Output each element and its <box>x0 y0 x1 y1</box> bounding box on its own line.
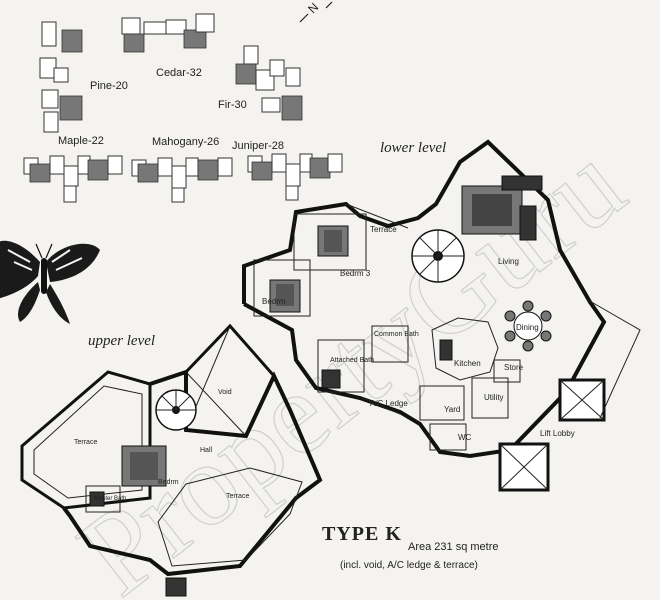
butterfly-icon <box>0 240 100 324</box>
spiral-stair-icon <box>411 229 465 283</box>
building-fir <box>235 45 303 121</box>
upper-level-plan <box>20 323 323 597</box>
room-label-terrace-lower: Terrace <box>370 225 397 234</box>
room-label-hall: Hall <box>200 447 213 454</box>
room-label-dining: Dining <box>516 323 539 332</box>
room-label-void: Void <box>218 389 232 396</box>
room-label-ac-ledge: A/C Ledge <box>370 399 408 408</box>
building-label-juniper: Juniper-28 <box>232 140 284 152</box>
room-label-living: Living <box>498 257 519 266</box>
spiral-stair-icon <box>155 389 197 431</box>
type-note: (incl. void, A/C ledge & terrace) <box>340 560 478 571</box>
type-title: TYPE K <box>322 523 402 545</box>
building-mahogany <box>131 157 233 203</box>
room-label-bedrm2: Bedrm <box>262 297 286 306</box>
building-label-mahogany: Mahogany-26 <box>152 136 219 148</box>
building-label-cedar: Cedar-32 <box>156 67 202 79</box>
room-label-master-bath: Master Bath <box>94 496 126 502</box>
building-cedar <box>121 13 215 53</box>
north-arrow-icon: N <box>299 0 333 23</box>
building-juniper <box>247 153 343 201</box>
key-plan: N Pine-20 Cedar-32 <box>23 0 343 203</box>
upper-level-label: upper level <box>88 333 155 349</box>
room-label-wc: WC <box>458 433 472 442</box>
room-label-master-bedrm: Bedrm <box>158 479 179 486</box>
building-label-pine: Pine-20 <box>90 80 128 92</box>
room-label-lift-lobby: Lift Lobby <box>540 429 575 438</box>
room-label-yard: Yard <box>444 405 460 414</box>
type-area: Area 231 sq metre <box>408 541 499 553</box>
lower-level-label: lower level <box>380 140 446 156</box>
room-label-terrace-upper-left: Terrace <box>74 439 97 446</box>
building-label-maple: Maple-22 <box>58 135 104 147</box>
room-label-attached-bath: Attached Bath <box>330 357 374 364</box>
building-pine <box>39 21 83 133</box>
lower-level-plan <box>242 139 641 492</box>
building-label-fir: Fir-30 <box>218 99 247 111</box>
room-label-common-bath: Common Bath <box>374 331 419 338</box>
room-label-utility: Utility <box>484 393 504 402</box>
room-label-terrace-upper: Terrace <box>226 493 249 500</box>
room-label-bedrm3: Bedrm 3 <box>340 269 371 278</box>
room-label-kitchen: Kitchen <box>454 359 481 368</box>
room-label-store: Store <box>504 363 524 372</box>
dining-table-icon <box>504 300 552 352</box>
building-maple <box>23 155 123 203</box>
